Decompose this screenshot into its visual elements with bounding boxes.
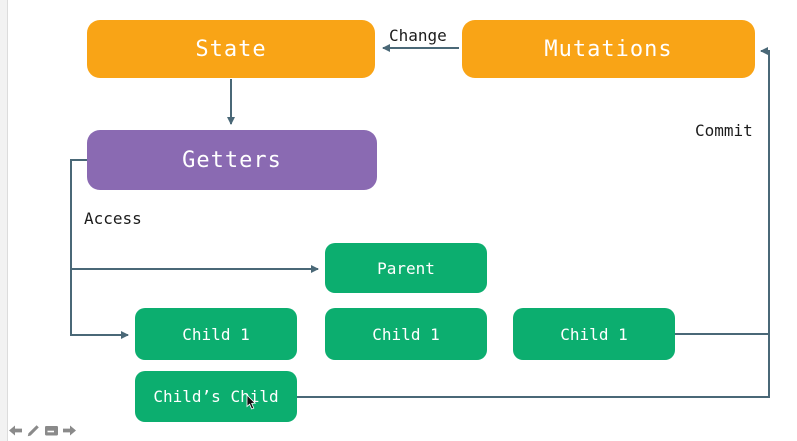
node-child1-c[interactable]: Child 1 xyxy=(513,308,675,360)
node-child1-b[interactable]: Child 1 xyxy=(325,308,487,360)
back-arrow-icon[interactable] xyxy=(8,423,22,437)
node-getters-label: Getters xyxy=(182,147,282,173)
edge-label-commit: Commit xyxy=(695,121,753,140)
node-childs-child[interactable]: Child’s Child xyxy=(135,371,297,422)
presenter-toolbar xyxy=(8,423,76,437)
node-child1-a[interactable]: Child 1 xyxy=(135,308,297,360)
node-parent[interactable]: Parent xyxy=(325,243,487,293)
node-mutations[interactable]: Mutations xyxy=(462,20,755,78)
page-edge-strip xyxy=(0,0,8,441)
edge-commit xyxy=(297,47,770,398)
node-child1-c-label: Child 1 xyxy=(560,324,628,344)
node-state[interactable]: State xyxy=(87,20,375,78)
forward-arrow-icon[interactable] xyxy=(62,423,76,437)
edge-access-child xyxy=(70,159,129,339)
edge-label-change: Change xyxy=(389,26,447,45)
node-child1-a-label: Child 1 xyxy=(182,324,250,344)
node-state-label: State xyxy=(195,36,267,62)
pencil-icon[interactable] xyxy=(26,423,40,437)
node-childs-child-label: Child’s Child xyxy=(153,387,279,406)
node-mutations-label: Mutations xyxy=(544,36,673,62)
edge-label-access: Access xyxy=(84,209,142,228)
notes-icon[interactable] xyxy=(44,423,58,437)
node-getters[interactable]: Getters xyxy=(87,130,377,190)
node-child1-b-label: Child 1 xyxy=(372,324,440,344)
node-parent-label: Parent xyxy=(377,258,435,278)
